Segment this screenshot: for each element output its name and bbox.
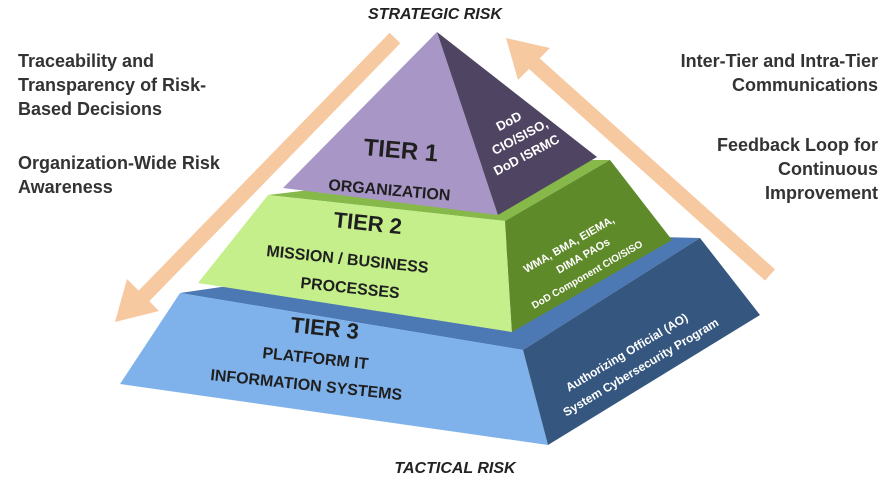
feedback-line-2: Continuous (778, 159, 878, 179)
tier-1-side-face (437, 32, 597, 215)
feedback-loop-note: Feedback Loop for Continuous Improvement (717, 133, 878, 205)
tier-2-side-face (505, 160, 672, 332)
right-up-arrow (506, 38, 776, 281)
feedback-line-1: Feedback Loop for (716, 135, 878, 155)
traceability-note: Traceability and Transparency of Risk- B… (18, 49, 206, 121)
awareness-line-1: Organization-Wide Risk (18, 153, 220, 173)
strategic-risk-label: STRATEGIC RISK (368, 6, 502, 23)
feedback-line-3: Improvement (764, 183, 878, 203)
awareness-line-2: Awareness (18, 177, 113, 197)
traceability-line-3: Based Decisions (18, 99, 163, 119)
tier-3-front-face (120, 293, 548, 445)
tier-3-side-face (523, 238, 760, 445)
tier-1-front-face (283, 32, 498, 215)
communications-note: Inter-Tier and Intra-Tier Communications (681, 49, 878, 97)
traceability-line-2: Transparency of Risk- (18, 75, 207, 95)
tactical-risk-label: TACTICAL RISK (394, 460, 516, 477)
tier-2-front-face (198, 195, 512, 332)
tier-1-layer (283, 32, 597, 215)
traceability-line-1: Traceability and (18, 51, 155, 71)
risk-awareness-note: Organization-Wide Risk Awareness (18, 151, 220, 199)
communications-line-2: Communications (731, 75, 878, 95)
tier-1-title: TIER 1 (362, 134, 439, 167)
left-down-arrow (115, 32, 401, 322)
communications-line-1: Inter-Tier and Intra-Tier (680, 51, 878, 71)
